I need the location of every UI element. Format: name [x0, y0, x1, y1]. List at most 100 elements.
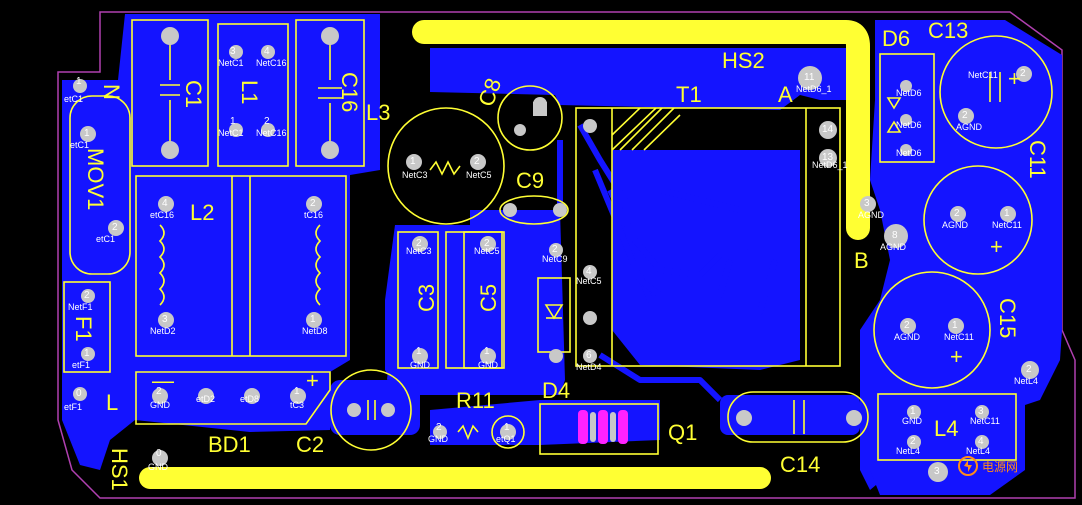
ref-c2: C2: [296, 432, 324, 457]
highlight-pads: [578, 410, 628, 444]
net-label: etC1: [70, 140, 89, 150]
hs2-bar: [412, 20, 870, 240]
copper-top-band: [430, 48, 870, 110]
copper-right-output: [860, 20, 1062, 490]
ref-b: B: [854, 248, 869, 273]
pin-label: 11: [804, 72, 815, 83]
pin-label: 1: [310, 314, 316, 325]
pin-label: 1: [84, 128, 90, 139]
pin-label: 1: [504, 422, 510, 433]
l3-outline: [387, 107, 505, 225]
net-label: NetD8: [302, 326, 328, 336]
copper-c14-pad-area: [720, 395, 860, 435]
c13-outline: [939, 35, 1053, 149]
net-label: GND: [478, 360, 499, 370]
copper-center-transformer: [612, 150, 800, 370]
ref-hs1: HS1: [107, 448, 132, 491]
ref-c5: C5: [476, 284, 501, 312]
pin-label: 13: [822, 152, 834, 163]
ref-l2: L2: [190, 200, 214, 225]
ref-hs2: HS2: [722, 48, 765, 73]
heatsink-bars: [139, 20, 870, 489]
ref-bd1: BD1: [208, 432, 251, 457]
ref-t1: T1: [676, 82, 702, 107]
pin-label: 14: [822, 124, 834, 135]
ref-l: L: [106, 390, 118, 415]
watermark-logo-icon: [958, 456, 978, 476]
polarity-plus-c11: +: [990, 234, 1003, 259]
pin-label: 0: [156, 448, 162, 459]
pin-label: 4: [978, 436, 984, 447]
c3-outline: [397, 231, 439, 369]
net-label: NetC5: [474, 246, 500, 256]
c16-outline: [295, 19, 365, 167]
pin-label: 1: [416, 346, 422, 357]
net-label: tC3: [290, 400, 304, 410]
pin-label: 4: [264, 46, 270, 57]
net-label: AGND: [894, 332, 921, 342]
net-label: NetL4: [966, 446, 990, 456]
board-outline: [57, 11, 1076, 499]
ref-c1: C1: [181, 80, 206, 108]
d6-outline: [879, 53, 935, 163]
pin-label: 8: [892, 230, 898, 241]
traces: [387, 123, 778, 433]
ref-l1: L1: [237, 80, 262, 104]
ref-f1: F1: [71, 316, 96, 342]
net-label: etF1: [72, 360, 90, 370]
c2-outline: [330, 369, 412, 451]
pin-label: 1: [76, 76, 82, 87]
net-label: NetD4: [576, 362, 602, 372]
ref-d4: D4: [542, 378, 570, 403]
copper-bottom-right: [870, 395, 1025, 495]
ref-c13: C13: [928, 18, 968, 43]
pin-label: 3: [162, 314, 168, 325]
net-label: etF1: [64, 402, 82, 412]
pin-label: 2: [962, 110, 968, 121]
net-label: NetD6: [896, 120, 922, 130]
ref-r11: R11: [456, 388, 495, 413]
pin-label: 1: [84, 348, 90, 359]
ref-c15: C15: [995, 298, 1020, 338]
polarity-plus-c15: +: [950, 344, 963, 369]
net-label: NetC16: [256, 128, 287, 138]
silkscreen-layer: [63, 19, 1053, 461]
pin-label: 0: [76, 388, 82, 399]
net-label: etD8: [240, 394, 259, 404]
c15-outline: [873, 271, 991, 389]
ref-c16: C16: [337, 72, 362, 112]
pin-numbers: 3 4 1 2 1 1 2 4 3 2 1 2 1 0 2 1 0 1 2 2 …: [76, 46, 1032, 477]
net-label: NetD2: [150, 326, 176, 336]
net-label: NetC1: [218, 128, 244, 138]
net-label: GND: [148, 462, 169, 472]
pin-label: 1: [484, 346, 490, 357]
pin-label: 2: [416, 238, 422, 249]
pads: [73, 27, 1039, 482]
net-label: NetC3: [402, 170, 428, 180]
q1-pads: [590, 412, 616, 442]
net-label: NetC5: [466, 170, 492, 180]
net-label: GND: [410, 360, 431, 370]
net-label: NetC1: [218, 58, 244, 68]
ref-mov1: MOV1: [83, 148, 108, 210]
t1-outline: [575, 107, 841, 367]
pin-label: 2: [474, 156, 480, 167]
pin-label: 2: [112, 222, 118, 233]
net-label: NetC16: [256, 58, 287, 68]
watermark-text: 电源网: [982, 460, 1018, 474]
pin-label: 2: [264, 116, 270, 127]
copper-mid-block: [385, 210, 565, 395]
pin-label: 4: [162, 198, 168, 209]
net-label: NetC11: [968, 70, 998, 80]
pin-label: 1: [410, 156, 416, 167]
net-label: AGND: [880, 242, 907, 252]
r11-pad-ring: [491, 415, 525, 449]
net-label: GND: [150, 400, 171, 410]
net-label: tC16: [304, 210, 323, 220]
net-label: NetC11: [944, 332, 974, 342]
net-label: etD2: [196, 394, 215, 404]
net-label: NetD6: [896, 88, 922, 98]
net-label: etC1: [64, 94, 83, 104]
polarity-minus-bd1: —: [152, 368, 174, 393]
pin-label: 2: [156, 386, 162, 397]
